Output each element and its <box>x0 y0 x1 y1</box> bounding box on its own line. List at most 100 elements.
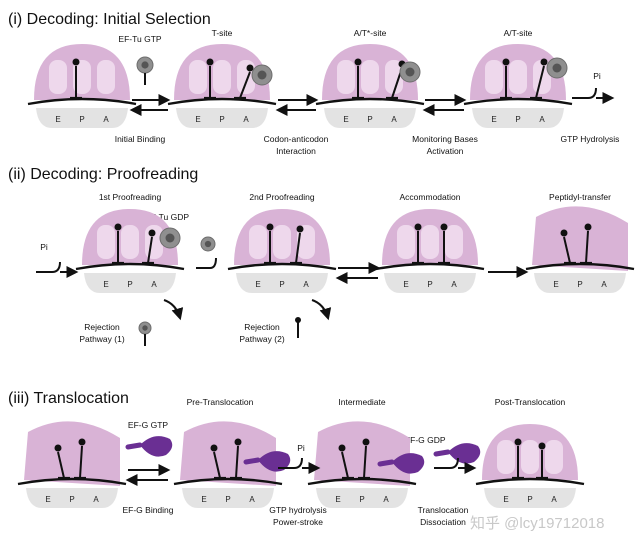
ribosome-iii-intermediate-site-E: E <box>335 495 340 504</box>
ribosome-ii-peptidyl-site-A: A <box>601 280 607 289</box>
ribosome-i-initial-site-P: P <box>79 115 84 124</box>
pi-label-1: Pi <box>593 71 601 81</box>
ribosome-iii-start-large-subunit <box>24 421 120 486</box>
step-label-power-stroke: Power-stroke <box>273 517 323 527</box>
ribosome-ii-first-site-P: P <box>127 280 132 289</box>
ribosome-ii-accommodation-site-A: A <box>451 280 457 289</box>
ribosome-iii-intermediate-small-subunit <box>316 488 408 508</box>
ribosome-iii-pre-large-subunit <box>180 421 276 486</box>
ribosome-iii-start-site-E: E <box>45 495 50 504</box>
arrow-power-stroke-curl <box>278 457 303 469</box>
ef-g-intermediate <box>392 453 425 474</box>
ribosome-ii-second-trna-1-stem <box>295 232 301 264</box>
ribosome-ii-second-trna-0-head <box>266 223 274 231</box>
ribosome-ii-peptidyl-trna-1-head <box>584 223 592 231</box>
watermark-text: 知乎 @lcy19712018 <box>470 515 604 532</box>
ribosome-ii-peptidyl-trna-0-head <box>560 229 568 237</box>
step-label-monitoring-bases: Monitoring Bases <box>412 134 478 144</box>
ribosome-ii-peptidyl-large-subunit <box>532 206 628 271</box>
ef-g-intermediate-domain <box>377 459 395 467</box>
ribosome-iii-intermediate-trna-1-stem <box>363 445 367 479</box>
ribosome-iii-intermediate-site-A: A <box>383 495 389 504</box>
ribosome-ii-peptidyl-trna-1-stem <box>585 230 589 264</box>
ribosome-ii-second-small-subunit <box>236 273 328 293</box>
ribosome-ii-first-site-E: E <box>103 280 108 289</box>
arrow-pi-release-curl <box>36 261 61 273</box>
ribosome-iii-start-trna-1-stem <box>79 445 83 479</box>
ribosome-i-t-site-site-E: E <box>195 115 200 124</box>
ribosome-ii-second-tunnel-2 <box>297 225 315 259</box>
ribosome-i-at-site-A: A <box>539 115 545 124</box>
ef-g-pre <box>258 451 291 472</box>
ef-tu-i-t-site-core <box>257 70 267 80</box>
ribosome-i-t-site-site-A: A <box>243 115 249 124</box>
ribosome-ii-peptidyl-trna-0-stem <box>563 236 571 264</box>
ribosome-i-at-star-tunnel-2 <box>385 60 403 94</box>
ef-g-gdp-label: EF-G GDP <box>404 435 445 445</box>
ribosome-ii-second-site-P: P <box>279 280 284 289</box>
ribosome-i-initial-trna-0-head <box>72 58 80 66</box>
ribosome-iii-post-mrna <box>475 477 585 486</box>
arrow-dissociation-curl <box>434 457 459 469</box>
ef-tu-ii-first-core <box>165 233 175 243</box>
ribosome-i-at-star-site-E: E <box>343 115 348 124</box>
arrow-rejection-1 <box>163 299 184 321</box>
ef-g-gtp-label: EF-G GTP <box>128 420 168 430</box>
ribosome-i-t-site-site-P: P <box>219 115 224 124</box>
ribosome-i-at-site-P: P <box>515 115 520 124</box>
ribosome-ii-second-site-A: A <box>303 280 309 289</box>
ribosome-i-initial-site-E: E <box>55 115 60 124</box>
ribosome-iii-start-small-subunit <box>26 488 118 508</box>
ribosome-ii-peptidyl-site-P: P <box>577 280 582 289</box>
ef-tu-gtp-free-core <box>141 61 149 69</box>
ribosome-i-at-trna-0-head <box>502 58 510 66</box>
ribosome-iii-pre-mrna <box>173 477 283 486</box>
ribosome-iii-intermediate-site-P: P <box>359 495 364 504</box>
ribosome-i-at-star-small-subunit <box>324 108 416 128</box>
ribosome-ii-first-mrna <box>75 262 185 271</box>
state-label-2nd-proofreading: 2nd Proofreading <box>249 192 314 202</box>
ribosome-i-initial-small-subunit <box>36 108 128 128</box>
ribosome-i-initial-tunnel-1 <box>73 60 91 94</box>
arrow-ef-tu-release <box>196 257 217 269</box>
ef-tu-rejection-1-core <box>142 325 148 331</box>
state-label-intermediate: Intermediate <box>338 397 386 407</box>
ribosome-i-at-trna-1-stem <box>535 65 545 99</box>
ribosome-ii-second-mrna <box>227 262 337 271</box>
ribosome-i-t-site-trna-1-stem <box>239 71 251 99</box>
ribosome-iii-intermediate-large-subunit <box>314 421 410 486</box>
ribosome-iii-pre-trna-0-head <box>210 444 218 452</box>
ribosome-i-t-site-tunnel-0 <box>189 60 207 94</box>
ribosome-i-t-site-trna-1-head <box>246 64 254 72</box>
arrow-group <box>36 87 615 486</box>
state-label-post-translocation: Post-Translocation <box>495 397 566 407</box>
section-title-translocation: (iii) Translocation <box>8 390 129 407</box>
ribosome-ii-first-trna-1-stem <box>147 236 153 264</box>
ribosome-ii-accommodation-trna-0-head <box>414 223 422 231</box>
ribosome-i-initial-tunnel-0 <box>49 60 67 94</box>
ribosome-iii-start-trna-0-stem <box>57 451 65 479</box>
ribosome-ii-peptidyl-site-E: E <box>553 280 558 289</box>
ribosome-ii-second-site-E: E <box>255 280 260 289</box>
ribosome-i-at-mrna <box>463 97 573 106</box>
ribosome-iii-post-site-P: P <box>527 495 532 504</box>
ribosome-i-initial-tunnel-2 <box>97 60 115 94</box>
ribosome-ii-accommodation-tunnel-1 <box>421 225 439 259</box>
state-label-t-site: T-site <box>212 28 233 38</box>
ribosome-iii-intermediate-trna-0-stem <box>341 451 349 479</box>
ribosome-iii-post-small-subunit <box>484 488 576 508</box>
ribosome-iii-pre-site-P: P <box>225 495 230 504</box>
step-label-interaction: Interaction <box>276 146 316 156</box>
ribosome-iii-post-tunnel-0 <box>497 440 515 474</box>
state-label-1st-proofreading: 1st Proofreading <box>99 192 162 202</box>
ef-tu-gtp-label: EF-Tu GTP <box>118 34 161 44</box>
ribosome-iii-post-trna-0-head <box>514 438 522 446</box>
